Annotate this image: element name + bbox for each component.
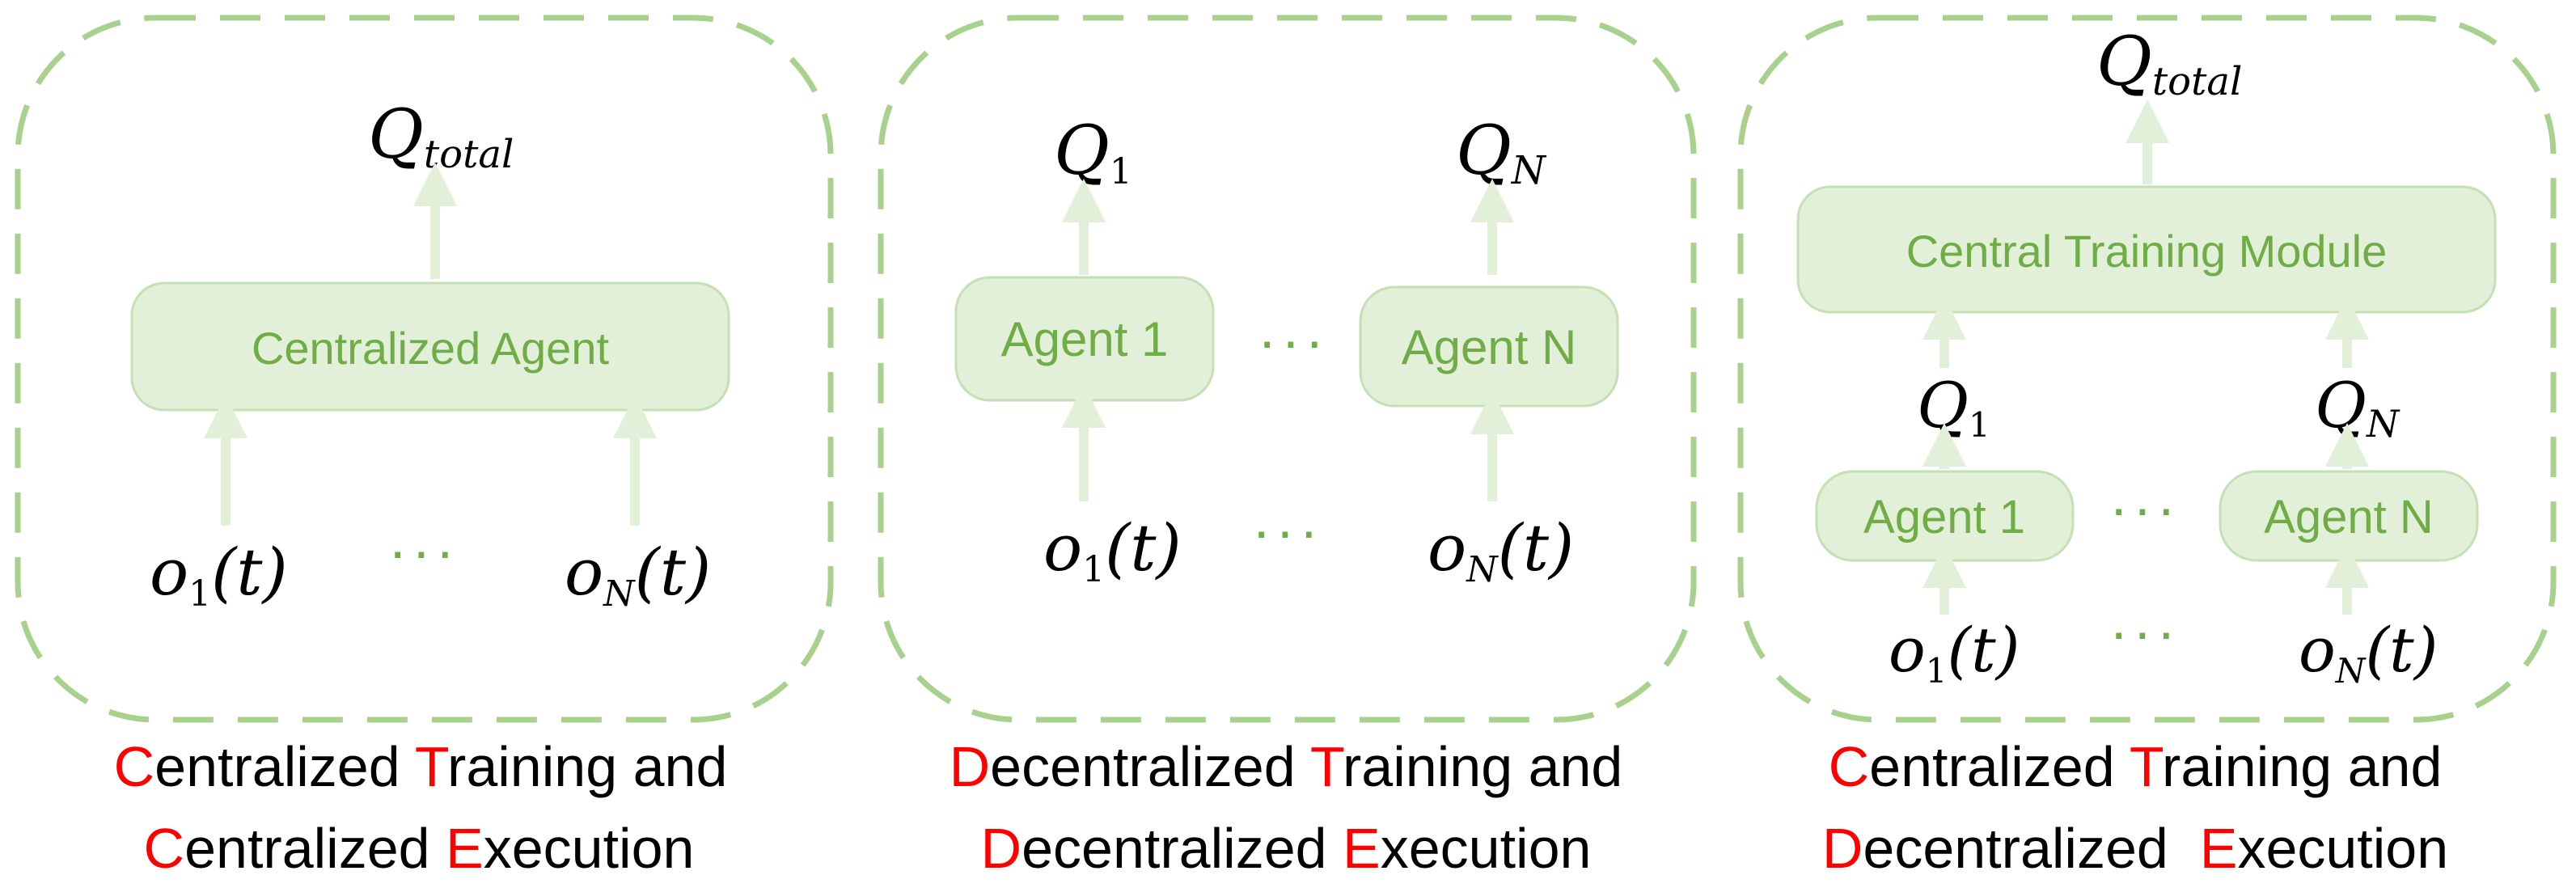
input-o1: o1(t) [150, 535, 288, 615]
caption-line-1: Centralized Training and [1829, 735, 2443, 798]
ellipsis-inputs: ··· [2109, 600, 2181, 663]
panel-border [15, 15, 834, 723]
q-total-output: Qtotal [2096, 22, 2242, 104]
panel-border [1737, 15, 2557, 723]
agent-1-label: Agent 1 [1863, 491, 2025, 543]
q1-output: Q1 [1917, 370, 1990, 445]
panel-ctce: Qtotal Centralized Agent o1(t) ··· oN(t)… [15, 15, 834, 880]
input-oN: oN(t) [565, 535, 711, 615]
qN-output: QN [2315, 370, 2400, 446]
input-o1: o1(t) [1043, 510, 1182, 590]
input-o1: o1(t) [1889, 614, 2020, 691]
agent-N-label: Agent N [2264, 491, 2434, 543]
caption-line-1: Decentralized Training and [950, 735, 1623, 798]
caption-line-2: Decentralized Execution [1822, 817, 2448, 880]
central-training-module-box [1796, 185, 2497, 314]
ellipsis: ··· [388, 519, 459, 582]
caption-line-2: Centralized Execution [144, 817, 695, 880]
agent-1-label: Agent 1 [1001, 312, 1169, 366]
panel-dtde: Q1 QN Agent 1 ··· Agent N o1(t) ··· oN(t… [878, 15, 1697, 880]
caption-line-2: Decentralized Execution [981, 817, 1592, 880]
q1-output: Q1 [1054, 111, 1132, 192]
central-training-module-label: Central Training Module [1906, 226, 2388, 277]
ellipsis-agents: ··· [1258, 309, 1329, 372]
panel-border [878, 15, 1697, 723]
panel-ctde: Qtotal Central Training Module Q1 QN Age… [1737, 15, 2557, 880]
agent-N-label: Agent N [1402, 320, 1577, 374]
ellipsis-inputs: ··· [1252, 499, 1323, 562]
input-oN: oN(t) [1428, 510, 1574, 590]
centralized-agent-label: Centralized Agent [252, 323, 610, 374]
centralized-agent-box [130, 281, 730, 412]
input-oN: oN(t) [2299, 614, 2438, 691]
q-total-output: Qtotal [368, 95, 514, 177]
caption-line-1: Centralized Training and [114, 735, 728, 798]
qN-output: QN [1456, 111, 1547, 193]
ellipsis-agents: ··· [2109, 476, 2181, 539]
